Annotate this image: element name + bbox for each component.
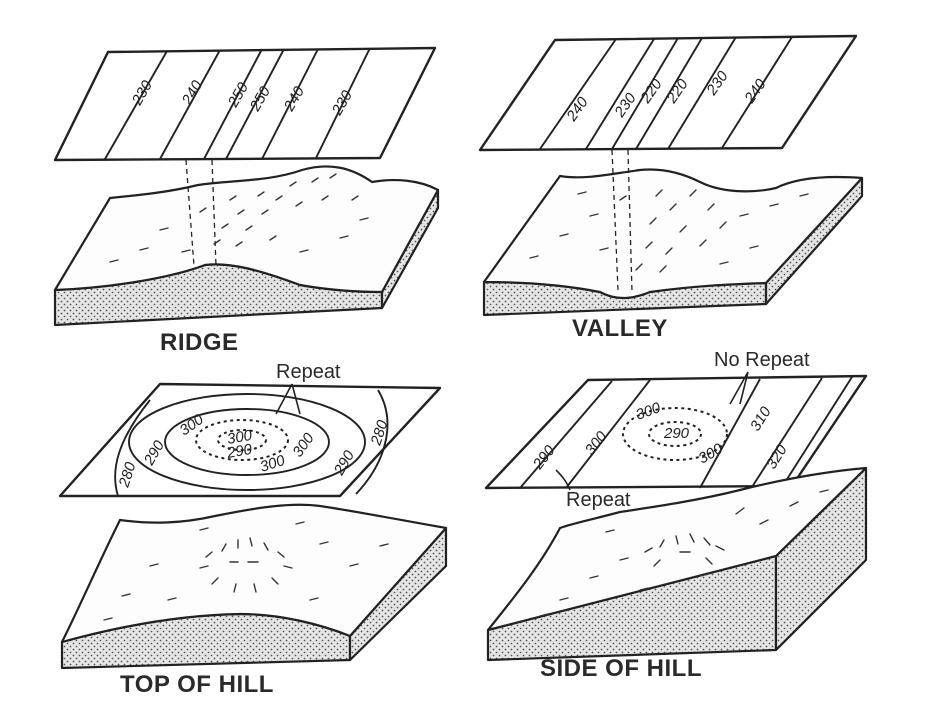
- ridge-panel: 230 240 250 250 240 230: [55, 48, 438, 356]
- ridge-terrain-block: [55, 160, 438, 325]
- hill-side-terrain-block: [488, 468, 866, 660]
- hill-side-contour-label: 290: [663, 425, 690, 442]
- valley-contour-map: 240 230 220 220 230 240: [480, 36, 856, 150]
- valley-top-surface: [484, 170, 862, 299]
- hill-top-terrain-block: [62, 505, 446, 668]
- valley-terrain-block: [484, 150, 862, 315]
- hill-top-title: TOP OF HILL: [120, 671, 274, 698]
- ridge-map-plane: [55, 48, 435, 160]
- ridge-contour-map: 230 240 250 250 240 230: [55, 48, 435, 160]
- hill-top-contour-map: 280 290 300 300 290 300 300 290 280 Repe…: [60, 361, 440, 496]
- ridge-title: RIDGE: [160, 329, 239, 356]
- hill-side-repeat-annotation: Repeat: [566, 489, 631, 511]
- top-of-hill-panel: 280 290 300 300 290 300 300 290 280 Repe…: [60, 361, 446, 698]
- hill-top-repeat-annotation: Repeat: [276, 361, 341, 383]
- side-of-hill-panel: 290 300 300 290 300 310 320 No Repeat Re…: [486, 349, 866, 682]
- valley-title: VALLEY: [572, 315, 668, 342]
- valley-panel: 240 230 220 220 230 240: [480, 36, 862, 342]
- hill-side-no-repeat-annotation: No Repeat: [714, 349, 810, 371]
- hill-side-title: SIDE OF HILL: [540, 655, 702, 682]
